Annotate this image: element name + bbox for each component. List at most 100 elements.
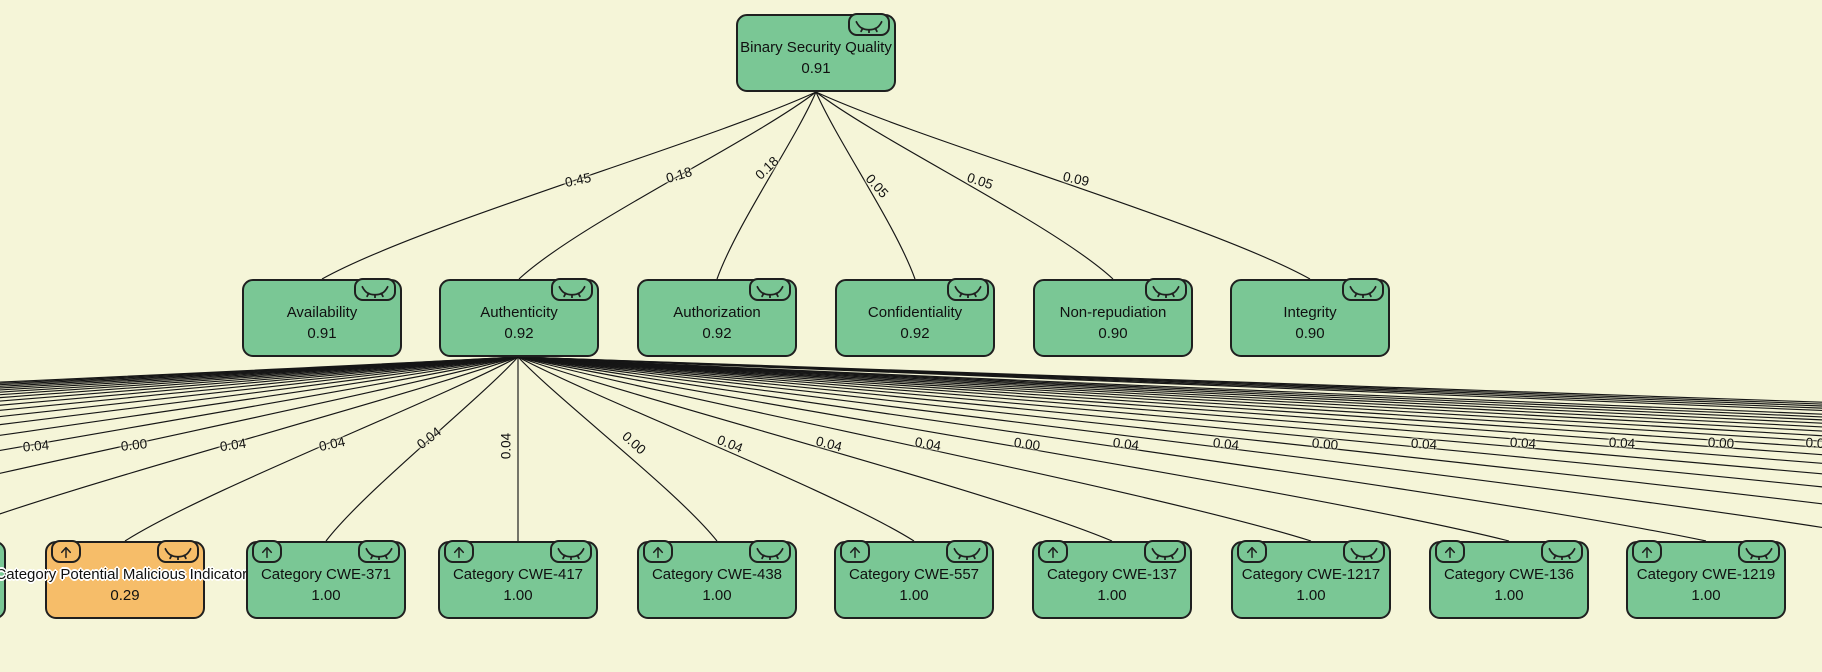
node-authorization[interactable]: Authorization 0.92 bbox=[637, 278, 797, 357]
edge-weight-label: 0.00 bbox=[120, 436, 148, 454]
go-to-parent-button[interactable] bbox=[51, 540, 81, 563]
node-label: Category CWE-137 bbox=[1046, 565, 1178, 583]
collapsed-eye-button[interactable] bbox=[354, 278, 396, 301]
tree-edge bbox=[716, 91, 817, 280]
closed-eye-icon bbox=[361, 285, 389, 298]
closed-eye-icon bbox=[558, 285, 586, 298]
collapsed-eye-button[interactable] bbox=[749, 278, 791, 301]
collapsed-eye-button[interactable] bbox=[157, 540, 199, 563]
edge-weight-label: 0.04 bbox=[1212, 435, 1240, 453]
go-to-parent-button[interactable] bbox=[252, 540, 282, 563]
edge-weight-label: 0.05 bbox=[965, 169, 995, 193]
edge-weight-label: 0.18 bbox=[664, 164, 694, 186]
node-label: Category CWE-136 bbox=[1443, 565, 1575, 583]
closed-eye-icon bbox=[756, 285, 784, 298]
tree-edge bbox=[0, 356, 519, 396]
tree-edge bbox=[0, 356, 519, 402]
up-arrow-icon bbox=[849, 546, 861, 558]
node-value: 0.90 bbox=[1098, 324, 1128, 342]
node-label: Authenticity bbox=[480, 303, 558, 321]
tree-edge bbox=[0, 356, 519, 383]
collapsed-eye-button[interactable] bbox=[1541, 540, 1583, 563]
edge-weight-label: 0.09 bbox=[1061, 168, 1091, 190]
closed-eye-icon bbox=[1350, 547, 1378, 560]
go-to-parent-button[interactable] bbox=[1435, 540, 1465, 563]
node-label: Authorization bbox=[673, 303, 761, 321]
collapsed-eye-button[interactable] bbox=[749, 540, 791, 563]
node-label: Availability bbox=[286, 303, 358, 321]
edge-weight-label: 0.04 bbox=[498, 432, 514, 460]
node-value: 1.00 bbox=[311, 586, 341, 604]
collapsed-eye-button[interactable] bbox=[1342, 278, 1384, 301]
node-value: 0.92 bbox=[504, 324, 534, 342]
collapsed-eye-button[interactable] bbox=[551, 278, 593, 301]
collapsed-eye-button[interactable] bbox=[946, 540, 988, 563]
tree-edge bbox=[815, 91, 1311, 280]
collapsed-eye-button[interactable] bbox=[947, 278, 989, 301]
node-value: 1.00 bbox=[503, 586, 533, 604]
node-category-cwe-1219[interactable]: Category CWE-1219 1.00 bbox=[1626, 540, 1786, 619]
node-availability[interactable]: Availability 0.91 bbox=[242, 278, 402, 357]
up-arrow-icon bbox=[261, 546, 273, 558]
closed-eye-icon bbox=[1745, 547, 1773, 560]
node-category-cwe-137[interactable]: Category CWE-137 1.00 bbox=[1032, 540, 1192, 619]
node-authenticity[interactable]: Authenticity 0.92 bbox=[439, 278, 599, 357]
go-to-parent-button[interactable] bbox=[1237, 540, 1267, 563]
node-value: 0.92 bbox=[900, 324, 930, 342]
up-arrow-icon bbox=[60, 546, 72, 558]
go-to-parent-button[interactable] bbox=[1038, 540, 1068, 563]
tree-edge bbox=[0, 356, 519, 436]
node-value: 1.00 bbox=[1296, 586, 1326, 604]
collapsed-eye-button[interactable] bbox=[1144, 540, 1186, 563]
collapsed-eye-button[interactable] bbox=[848, 13, 890, 36]
closed-eye-icon bbox=[1152, 285, 1180, 298]
go-to-parent-button[interactable] bbox=[444, 540, 474, 563]
tree-edge bbox=[0, 356, 519, 391]
closed-eye-icon bbox=[756, 547, 784, 560]
go-to-parent-button[interactable] bbox=[840, 540, 870, 563]
node-label: Non-repudiation bbox=[1059, 303, 1167, 321]
tree-edge bbox=[0, 356, 519, 406]
node-value: 0.91 bbox=[307, 324, 337, 342]
edge-weight-label: 0.04 bbox=[715, 432, 745, 456]
edge-weight-label: 0.04 bbox=[1608, 434, 1636, 452]
up-arrow-icon bbox=[1641, 546, 1653, 558]
tree-edge bbox=[0, 356, 519, 474]
node-value: 1.00 bbox=[1097, 586, 1127, 604]
edge-weight-label: 0.04 bbox=[22, 437, 50, 455]
node-value: 0.92 bbox=[702, 324, 732, 342]
up-arrow-icon bbox=[453, 546, 465, 558]
node-value: 1.00 bbox=[1691, 586, 1721, 604]
closed-eye-icon bbox=[1151, 547, 1179, 560]
node-value: 0.29 bbox=[110, 586, 140, 604]
collapsed-eye-button[interactable] bbox=[1145, 278, 1187, 301]
edge-weight-label: 0.04 bbox=[1509, 434, 1537, 452]
tree-edge bbox=[0, 356, 519, 393]
node-label: Category CWE-1219 bbox=[1636, 565, 1776, 583]
node-non-repudiation[interactable]: Non-repudiation 0.90 bbox=[1033, 278, 1193, 357]
go-to-parent-button[interactable] bbox=[1632, 540, 1662, 563]
collapsed-eye-button[interactable] bbox=[1343, 540, 1385, 563]
tree-edge bbox=[0, 356, 519, 384]
collapsed-eye-button[interactable] bbox=[550, 540, 592, 563]
edge-weight-label: 0.45 bbox=[563, 169, 593, 191]
edge-weight-label: 0.0 bbox=[1805, 435, 1822, 451]
collapsed-eye-button[interactable] bbox=[358, 540, 400, 563]
closed-eye-icon bbox=[1349, 285, 1377, 298]
tree-edge bbox=[0, 356, 519, 399]
node-label: Category CWE-438 bbox=[651, 565, 783, 583]
collapsed-eye-button[interactable] bbox=[1738, 540, 1780, 563]
closed-eye-icon bbox=[557, 547, 585, 560]
go-to-parent-button[interactable] bbox=[643, 540, 673, 563]
node-label: Binary Security Quality bbox=[740, 38, 892, 56]
